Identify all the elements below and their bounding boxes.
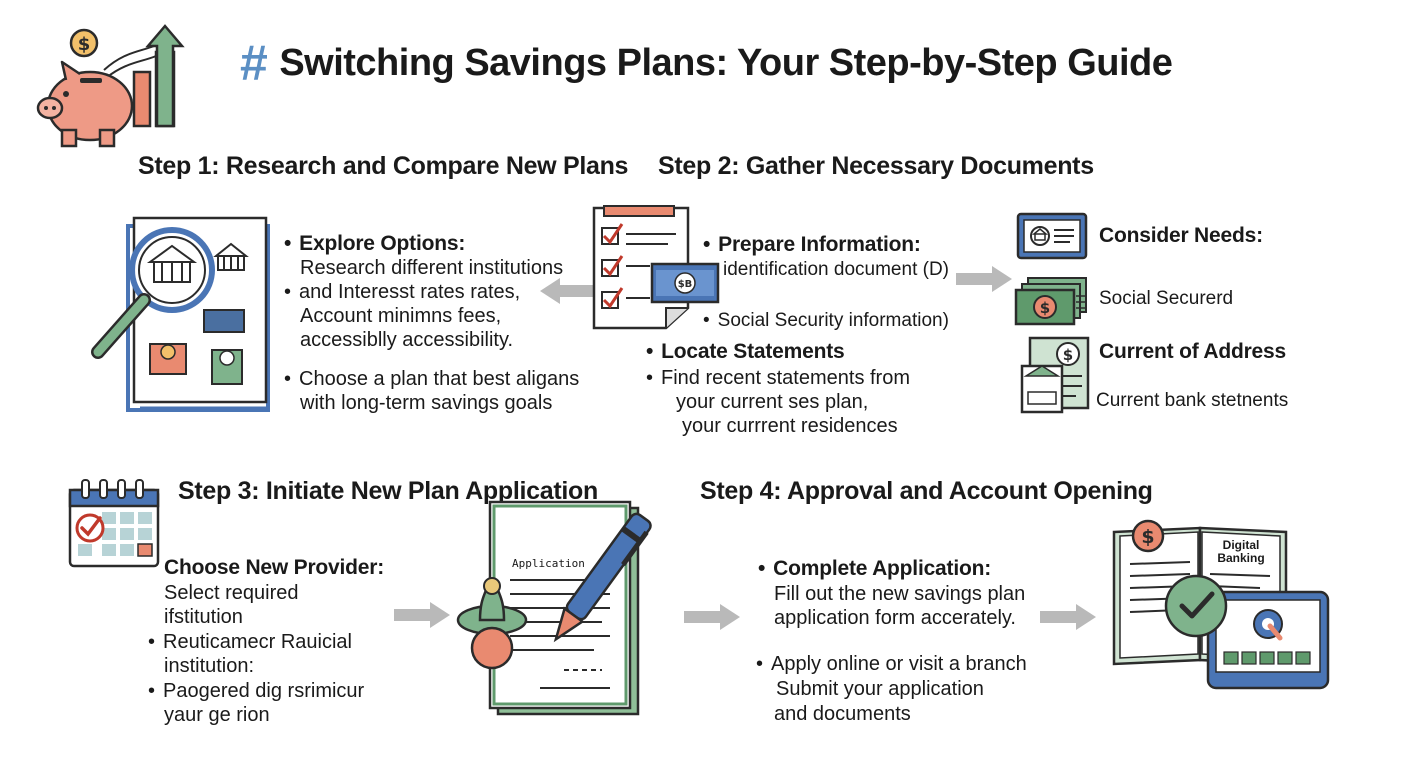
- arrow-right-icon: [684, 604, 740, 630]
- step2-title: Step 2: Gather Necessary Documents: [658, 152, 1094, 180]
- step3-line-1: Select required: [164, 582, 299, 604]
- svg-text:$: $: [78, 34, 91, 55]
- step3-line-3: Reuticamecr Rauicial: [148, 630, 352, 654]
- piggy-bank-growth-icon: $: [36, 24, 185, 148]
- step3-line-5: Paogered dig rsrimicur: [148, 679, 364, 703]
- social-security-label: Social Securerd: [1099, 288, 1234, 309]
- digital-banking-icon: $: [1112, 519, 1330, 690]
- step3-line-6: yaur ge rion: [164, 704, 270, 726]
- bank-card-icon: [1016, 212, 1088, 260]
- svg-text:$: $: [1063, 346, 1073, 364]
- step4-line-2: application form accerately.: [774, 607, 1016, 629]
- application-form-label: Application: [512, 557, 585, 570]
- prepare-line-1: identification document (D): [723, 259, 949, 280]
- checklist-document-icon: $B: [592, 205, 720, 330]
- step4-apply-line-1: Apply online or visit a branch: [756, 652, 1027, 676]
- locate-line-2: your current ses plan,: [676, 391, 869, 413]
- arrow-right-icon: [1040, 604, 1096, 630]
- step4-title: Step 4: Approval and Account Opening: [700, 477, 1153, 505]
- consider-needs-heading: Consider Needs:: [1099, 224, 1263, 247]
- hash-icon: #: [240, 35, 268, 91]
- step3-line-2: ifstitution: [164, 606, 243, 628]
- step4-apply-line-2: Submit your application: [776, 678, 984, 700]
- calendar-icon: [68, 479, 160, 568]
- locate-line-3: your currrent residences: [682, 415, 898, 437]
- step1-line-4: accessiblly accessibility.: [300, 329, 514, 351]
- step1-line-2: and Interesst rates rates,: [284, 280, 520, 304]
- step1-line-3: Account minimns fees,: [300, 305, 502, 327]
- explore-options-heading: Explore Options:: [284, 232, 465, 256]
- cash-stack-icon: $: [1014, 277, 1087, 326]
- prepare-information-heading: Prepare Information:: [703, 233, 921, 257]
- bank-statements-label: Current bank stetnents: [1096, 390, 1289, 411]
- svg-text:$: $: [1141, 526, 1154, 548]
- locate-statements-heading: Locate Statements: [646, 340, 845, 364]
- digital-banking-label: Digital Banking: [1217, 538, 1265, 565]
- arrow-right-icon: [394, 602, 450, 628]
- prepare-line-2: Social Security information): [703, 309, 949, 333]
- svg-text:$B: $B: [678, 279, 693, 290]
- step1-line-1: Research different institutions: [300, 257, 564, 279]
- complete-application-heading: Complete Application:: [758, 557, 991, 581]
- step3-line-4: institution:: [164, 655, 255, 677]
- application-form-icon: [456, 500, 652, 716]
- svg-text:$: $: [1040, 299, 1050, 317]
- arrow-left-icon: [540, 278, 596, 304]
- page-title-text: Switching Savings Plans: Your Step-by-St…: [279, 41, 1173, 84]
- bank-statement-icon: $: [1020, 336, 1090, 414]
- choose-provider-heading: Choose New Provider:: [164, 556, 385, 579]
- step4-line-1: Fill out the new savings plan: [774, 583, 1026, 605]
- step1-title: Step 1: Research and Compare New Plans: [138, 152, 629, 180]
- step1-choose-line-1: Choose a plan that best aligans: [284, 367, 579, 391]
- arrow-right-icon: [956, 266, 1012, 292]
- step3-title: Step 3: Initiate New Plan Application: [178, 477, 598, 505]
- locate-line-1: Find recent statements from: [646, 366, 910, 390]
- step1-choose-line-2: with long-term savings goals: [300, 392, 553, 414]
- page-title: # Switching Savings Plans: Your Step-by-…: [240, 35, 1173, 91]
- research-documents-icon: [91, 216, 270, 412]
- step4-apply-line-3: and documents: [774, 703, 911, 725]
- current-address-heading: Current of Address: [1099, 340, 1286, 363]
